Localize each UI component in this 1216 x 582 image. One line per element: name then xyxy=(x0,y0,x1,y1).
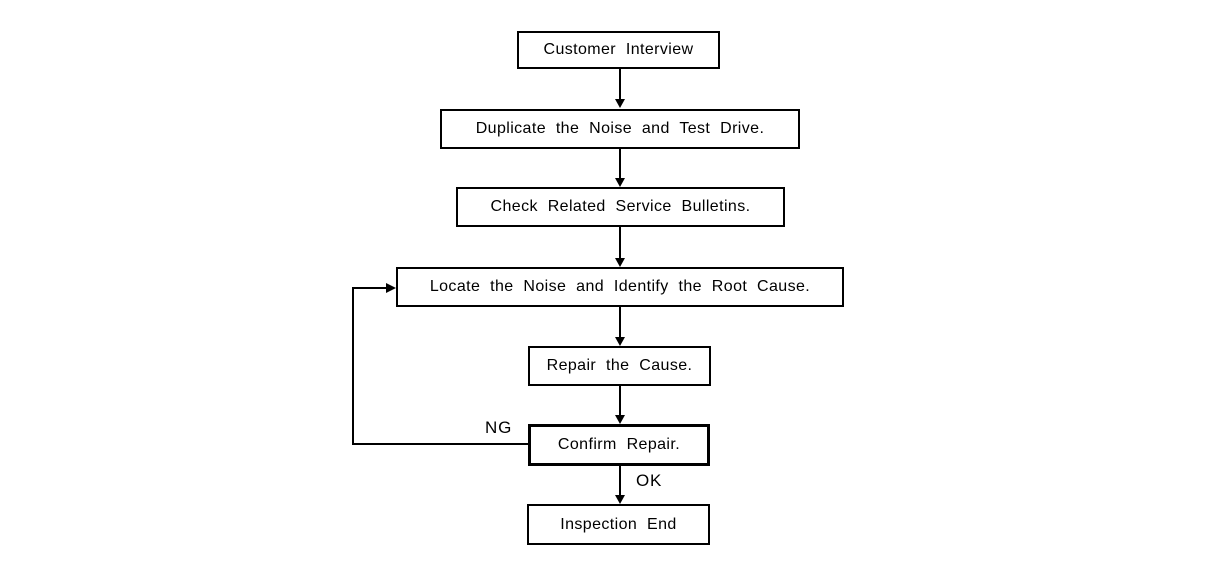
arrowhead-down-icon xyxy=(615,337,625,346)
arrow-line-5 xyxy=(619,386,621,416)
arrowhead-right-icon xyxy=(386,283,396,293)
node-inspection-end: Inspection End xyxy=(527,504,710,545)
node-repair-cause: Repair the Cause. xyxy=(528,346,711,386)
arrowhead-down-icon xyxy=(615,258,625,267)
node-label: Locate the Noise and Identify the Root C… xyxy=(429,278,811,295)
node-label: Duplicate the Noise and Test Drive. xyxy=(475,120,765,137)
node-label: Confirm Repair. xyxy=(557,436,681,453)
arrowhead-down-icon xyxy=(615,415,625,424)
arrowhead-down-icon xyxy=(615,178,625,187)
node-label: Check Related Service Bulletins. xyxy=(490,198,751,215)
arrow-line-1 xyxy=(619,69,621,100)
edge-label-ok: OK xyxy=(636,471,663,490)
arrowhead-down-icon xyxy=(615,99,625,108)
node-duplicate-noise-test-drive: Duplicate the Noise and Test Drive. xyxy=(440,109,800,149)
arrow-line-2 xyxy=(619,149,621,179)
arrowhead-down-icon xyxy=(615,495,625,504)
ng-loop-bottom-line xyxy=(352,443,528,445)
arrow-line-3 xyxy=(619,227,621,259)
node-confirm-repair: Confirm Repair. xyxy=(528,424,710,466)
ng-loop-top-line xyxy=(352,287,388,289)
node-check-service-bulletins: Check Related Service Bulletins. xyxy=(456,187,785,227)
edge-label-ng: NG xyxy=(485,418,513,437)
node-locate-noise-root-cause: Locate the Noise and Identify the Root C… xyxy=(396,267,844,307)
arrow-line-4 xyxy=(619,307,621,338)
node-label: Customer Interview xyxy=(543,41,694,58)
node-label: Inspection End xyxy=(560,515,677,533)
node-label: Repair the Cause. xyxy=(546,357,693,374)
ng-loop-vertical-line xyxy=(352,287,354,445)
arrow-line-6 xyxy=(619,466,621,496)
node-customer-interview: Customer Interview xyxy=(517,31,720,69)
